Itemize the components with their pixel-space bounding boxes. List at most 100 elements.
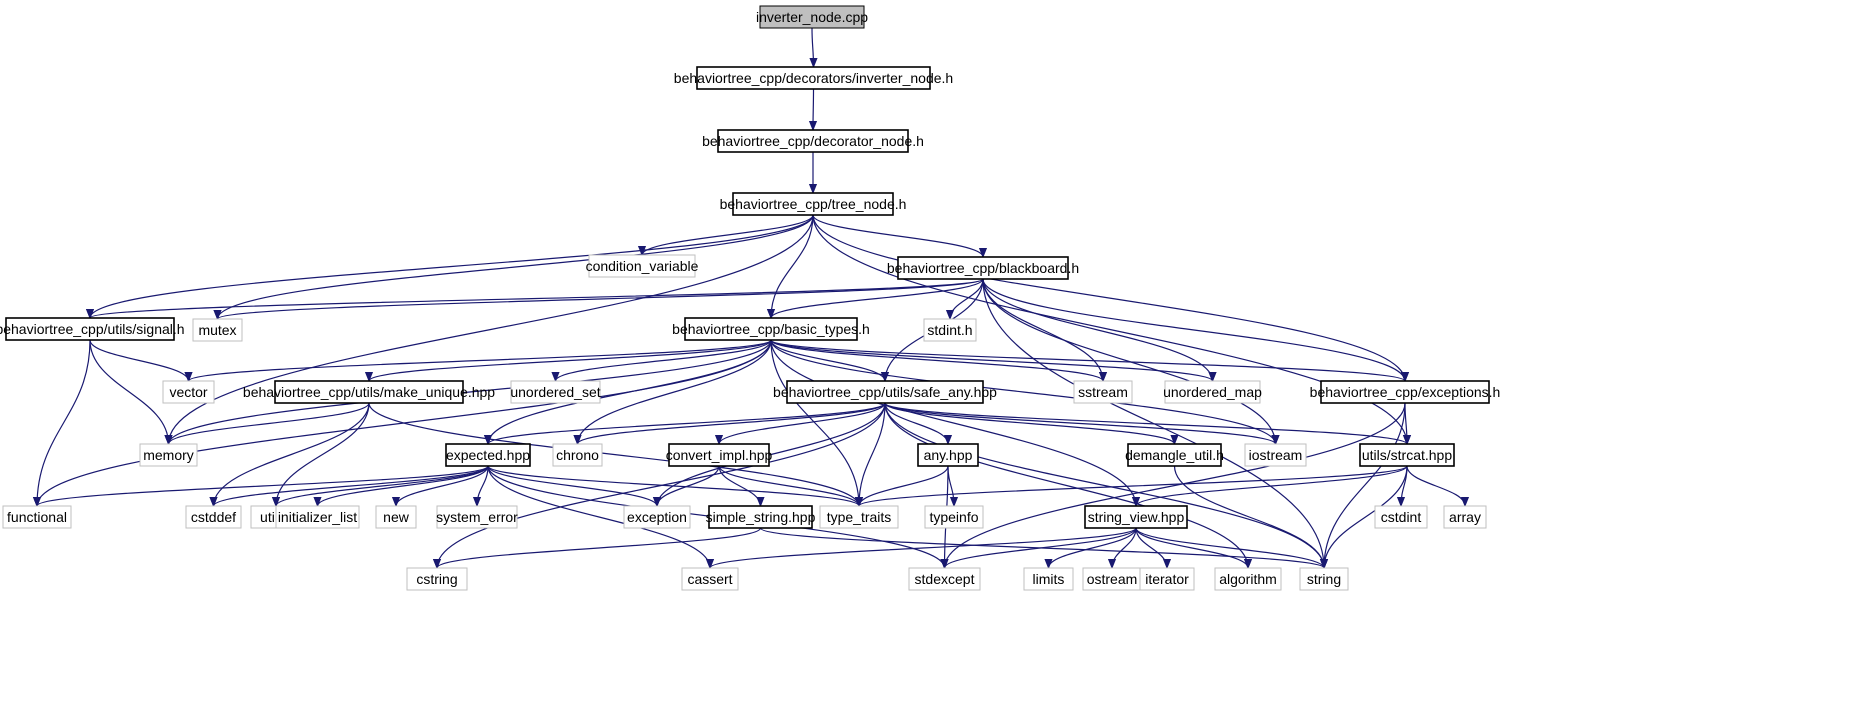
node-box-basic_types_h: [684, 317, 858, 341]
edge-string_view_hpp-to-limits: [1049, 527, 1137, 569]
node-iterator: iterator: [1139, 567, 1195, 591]
node-box-unordered_set: [510, 380, 601, 404]
node-array: array: [1443, 505, 1487, 529]
node-label-safe_any_hpp: behaviortree_cpp/utils/safe_any.hpp: [773, 384, 997, 400]
node-label-basic_types_h: behaviortree_cpp/basic_types.h: [672, 321, 870, 337]
node-any_hpp[interactable]: any.hpp: [917, 443, 979, 467]
node-demangle_util_h[interactable]: demangle_util.h: [1125, 443, 1224, 467]
node-label-convert_impl_hpp: convert_impl.hpp: [666, 447, 773, 463]
edge-inverter_node_h-to-decorator_node_h: [813, 88, 814, 130]
edge-basic_types_h-to-sstream: [770, 339, 1103, 382]
node-inverter_node_h[interactable]: behaviortree_cpp/decorators/inverter_nod…: [674, 66, 953, 90]
node-label-decorator_node_h: behaviortree_cpp/decorator_node.h: [702, 133, 924, 149]
node-tree_node_h[interactable]: behaviortree_cpp/tree_node.h: [720, 192, 907, 216]
node-iostream: iostream: [1244, 443, 1307, 467]
node-cstddef: cstddef: [185, 505, 242, 529]
node-string: string: [1299, 567, 1349, 591]
node-strcat_hpp[interactable]: utils/strcat.hpp: [1359, 443, 1455, 467]
edge-exceptions_h-to-stdexcept: [945, 402, 1406, 568]
edge-safe_any_hpp-to-expected_hpp: [488, 402, 886, 445]
edge-inverter_node_cpp-to-inverter_node_h: [812, 27, 814, 67]
edge-layer: [37, 27, 1465, 569]
edge-signal_h-to-vector: [89, 339, 189, 382]
node-blackboard_h[interactable]: behaviortree_cpp/blackboard.h: [887, 256, 1079, 280]
node-algorithm: algorithm: [1214, 567, 1282, 591]
node-box-functional: [2, 505, 72, 529]
node-vector: vector: [162, 380, 215, 404]
node-label-exceptions_h: behaviortree_cpp/exceptions.h: [1310, 384, 1501, 400]
node-box-system_error: [436, 505, 518, 529]
edge-expected_hpp-to-utility: [276, 465, 489, 507]
node-box-limits: [1023, 567, 1074, 591]
edge-blackboard_h-to-signal_h: [90, 278, 984, 319]
edge-tree_node_h-to-memory: [169, 214, 814, 444]
edge-expected_hpp-to-cstddef: [214, 465, 489, 507]
node-label-make_unique_hpp: behaviortree_cpp/utils/make_unique.hpp: [243, 384, 495, 400]
edge-make_unique_hpp-to-type_traits: [368, 402, 859, 507]
edge-basic_types_h-to-safe_any_hpp: [770, 339, 885, 382]
node-exceptions_h[interactable]: behaviortree_cpp/exceptions.h: [1310, 380, 1501, 404]
node-box-mutex: [192, 318, 243, 342]
node-box-array: [1443, 505, 1487, 529]
node-box-new: [375, 505, 417, 529]
node-string_view_hpp[interactable]: string_view.hpp: [1084, 505, 1188, 529]
node-convert_impl_hpp[interactable]: convert_impl.hpp: [666, 443, 773, 467]
node-label-simple_string_hpp: simple_string.hpp: [706, 509, 816, 525]
node-box-condition_variable: [588, 254, 696, 278]
node-box-demangle_util_h: [1127, 443, 1222, 467]
node-label-cassert: cassert: [687, 571, 732, 587]
node-label-string: string: [1307, 571, 1341, 587]
edge-make_unique_hpp-to-utility: [276, 402, 370, 506]
edge-safe_any_hpp-to-demangle_util_h: [884, 402, 1175, 445]
node-inverter_node_cpp[interactable]: inverter_node.cpp: [756, 5, 868, 29]
node-box-chrono: [552, 443, 603, 467]
edge-safe_any_hpp-to-chrono: [578, 402, 886, 445]
node-label-cstddef: cstddef: [191, 509, 236, 525]
node-box-stdexcept: [908, 567, 981, 591]
node-box-iterator: [1139, 567, 1195, 591]
edge-string_view_hpp-to-string: [1135, 527, 1324, 569]
node-box-inverter_node_cpp: [759, 5, 865, 29]
node-box-algorithm: [1214, 567, 1282, 591]
node-functional: functional: [2, 505, 72, 529]
node-label-condition_variable: condition_variable: [586, 258, 699, 274]
node-signal_h[interactable]: behaviortree_cpp/utils/signal.h: [0, 317, 185, 341]
node-box-tree_node_h: [732, 192, 894, 216]
node-label-typeinfo: typeinfo: [929, 509, 978, 525]
edge-convert_impl_hpp-to-type_traits: [718, 465, 859, 507]
edge-expected_hpp-to-initializer_list: [318, 465, 489, 507]
node-decorator_node_h[interactable]: behaviortree_cpp/decorator_node.h: [702, 129, 924, 153]
node-make_unique_hpp[interactable]: behaviortree_cpp/utils/make_unique.hpp: [243, 380, 495, 404]
node-sstream: sstream: [1073, 380, 1133, 404]
node-label-unordered_set: unordered_set: [510, 384, 600, 400]
edge-exceptions_h-to-string: [1324, 402, 1406, 568]
node-box-any_hpp: [917, 443, 979, 467]
edge-expected_hpp-to-new: [396, 465, 489, 507]
node-label-cstring: cstring: [416, 571, 457, 587]
node-system_error: system_error: [436, 505, 518, 529]
edge-expected_hpp-to-cassert: [487, 465, 710, 568]
node-box-expected_hpp: [445, 443, 531, 467]
node-expected_hpp[interactable]: expected.hpp: [445, 443, 531, 467]
node-box-cstddef: [185, 505, 242, 529]
node-simple_string_hpp[interactable]: simple_string.hpp: [706, 505, 816, 529]
node-basic_types_h[interactable]: behaviortree_cpp/basic_types.h: [672, 317, 870, 341]
edge-blackboard_h-to-basic_types_h: [771, 278, 984, 319]
node-box-string_view_hpp: [1084, 505, 1188, 529]
node-layer: inverter_node.cpp behaviortree_cpp/decora…: [0, 5, 1501, 591]
node-label-exception: exception: [627, 509, 687, 525]
node-label-algorithm: algorithm: [1219, 571, 1277, 587]
node-label-any_hpp: any.hpp: [924, 447, 973, 463]
node-box-initializer_list: [275, 505, 360, 529]
node-typeinfo: typeinfo: [924, 505, 984, 529]
node-box-signal_h: [5, 317, 175, 341]
edge-demangle_util_h-to-string: [1173, 465, 1325, 568]
edge-safe_any_hpp-to-convert_impl_hpp: [719, 402, 886, 445]
node-label-limits: limits: [1033, 571, 1065, 587]
node-safe_any_hpp[interactable]: behaviortree_cpp/utils/safe_any.hpp: [773, 380, 997, 404]
edge-any_hpp-to-type_traits: [859, 465, 949, 507]
edge-basic_types_h-to-vector: [189, 339, 772, 382]
edge-safe_any_hpp-to-string: [884, 402, 1324, 568]
node-unordered_set: unordered_set: [510, 380, 601, 404]
